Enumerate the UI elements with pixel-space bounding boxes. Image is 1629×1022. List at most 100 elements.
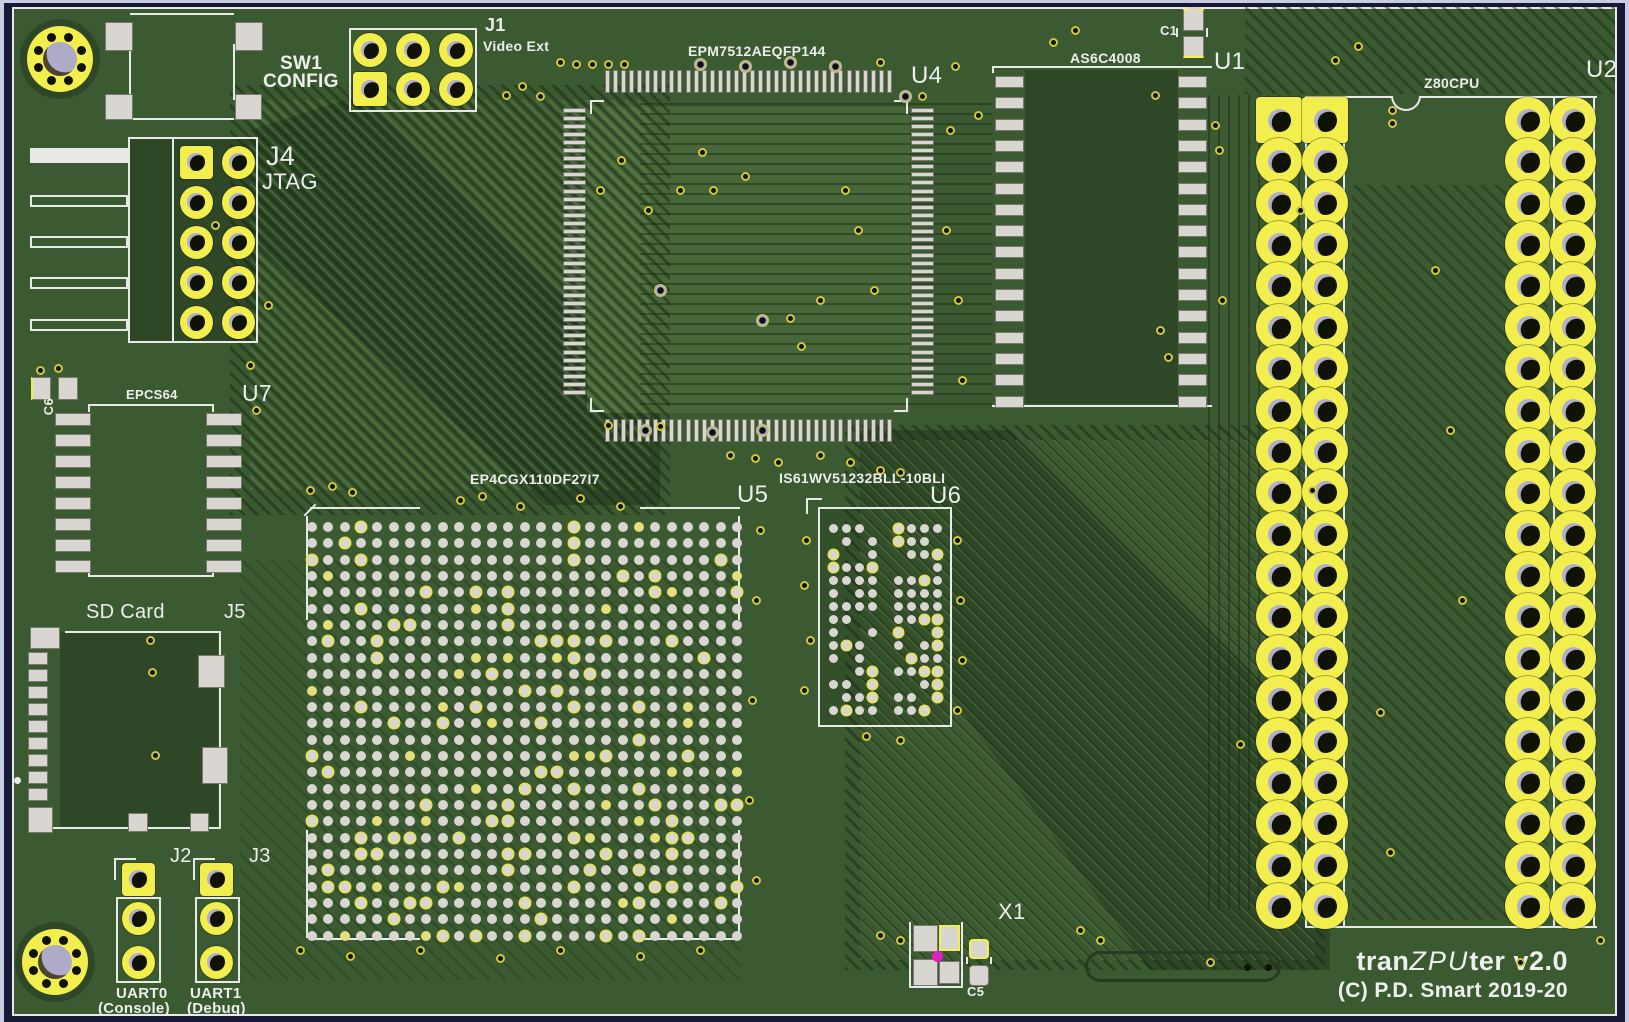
bga-ball xyxy=(503,800,513,810)
smd-pad xyxy=(58,377,78,400)
smd-pad xyxy=(1178,161,1207,173)
title-pre: tran xyxy=(1356,946,1410,976)
bga-ball xyxy=(667,538,677,548)
silk-line xyxy=(906,398,908,412)
bga-ball xyxy=(389,784,399,794)
smd-pad xyxy=(694,70,699,93)
bga-ball xyxy=(585,604,595,614)
bga-ball xyxy=(585,636,595,646)
bga-ball xyxy=(585,587,595,597)
bga-ball xyxy=(732,636,742,646)
bga-ball xyxy=(372,702,382,712)
bga-ball xyxy=(920,537,929,546)
edge-pad xyxy=(1184,7,1204,11)
via-large xyxy=(706,426,719,439)
bga-ball xyxy=(667,849,677,859)
bga-ball xyxy=(634,555,644,565)
th-pad-hole xyxy=(1561,646,1585,670)
bga-ball xyxy=(356,669,366,679)
bga-ball xyxy=(842,693,851,702)
smd-pad xyxy=(742,419,747,442)
bga-ball xyxy=(618,800,628,810)
bga-ball xyxy=(471,620,481,630)
bga-ball xyxy=(716,751,726,761)
bga-ball xyxy=(471,718,481,728)
via xyxy=(1211,121,1220,130)
th-pad-hole xyxy=(1267,273,1291,297)
bga-ball xyxy=(454,849,464,859)
bga-ball xyxy=(855,706,864,715)
bga-ball xyxy=(340,669,350,679)
bga-ball xyxy=(569,882,579,892)
bga-ball xyxy=(421,865,431,875)
bga-ball xyxy=(552,914,562,924)
via xyxy=(616,502,625,511)
bga-ball xyxy=(454,538,464,548)
bga-ball xyxy=(340,604,350,614)
th-pad-hole xyxy=(1516,108,1540,132)
bga-ball xyxy=(323,849,333,859)
bga-ball xyxy=(716,653,726,663)
bga-ball xyxy=(405,636,415,646)
via xyxy=(1431,266,1440,275)
silk-line xyxy=(1305,926,1597,928)
silk-line xyxy=(130,118,234,120)
bga-ball xyxy=(487,914,497,924)
via xyxy=(252,406,261,415)
bga-ball xyxy=(356,702,366,712)
smd-pad xyxy=(629,70,634,93)
mounting-hole-satellite xyxy=(77,46,86,55)
bga-ball xyxy=(618,849,628,859)
bga-ball xyxy=(699,816,709,826)
bga-ball xyxy=(907,537,916,546)
bga-ball xyxy=(868,537,877,546)
u5-part-label: EP4CGX110DF27I7 xyxy=(470,471,600,487)
bga-ball xyxy=(454,784,464,794)
bga-ball xyxy=(438,653,448,663)
bga-ball xyxy=(667,914,677,924)
bga-ball xyxy=(454,931,464,941)
bga-ball xyxy=(933,628,942,637)
bga-ball xyxy=(601,767,611,777)
via-large xyxy=(654,284,667,297)
bga-ball xyxy=(340,522,350,532)
bga-ball xyxy=(487,882,497,892)
silk-line xyxy=(114,858,136,860)
bga-ball xyxy=(601,931,611,941)
bga-ball xyxy=(601,669,611,679)
mounting-hole-satellite xyxy=(59,936,68,945)
bga-ball xyxy=(503,784,513,794)
smd-pad xyxy=(887,70,892,93)
bga-ball xyxy=(454,604,464,614)
bga-ball xyxy=(536,800,546,810)
bga-ball xyxy=(503,931,513,941)
via xyxy=(1446,426,1455,435)
bga-ball xyxy=(405,669,415,679)
smd-pad xyxy=(677,419,682,442)
silk-line xyxy=(212,404,214,412)
via xyxy=(846,458,855,467)
via xyxy=(1071,26,1080,35)
bga-ball xyxy=(323,882,333,892)
bga-ball xyxy=(601,555,611,565)
smd-pad xyxy=(128,813,148,832)
bga-ball xyxy=(732,571,742,581)
smd-pad xyxy=(563,229,586,234)
th-pad-hole xyxy=(1561,853,1585,877)
bga-ball xyxy=(356,571,366,581)
th-pad-hole xyxy=(187,313,205,331)
bga-ball xyxy=(421,604,431,614)
th-pad-hole xyxy=(1313,356,1337,380)
bga-ball xyxy=(536,669,546,679)
th-pad-hole xyxy=(1561,191,1585,215)
via xyxy=(1308,486,1317,495)
silk-line xyxy=(894,410,908,412)
bga-ball xyxy=(667,833,677,843)
bga-ball xyxy=(716,931,726,941)
bga-ball xyxy=(405,849,415,859)
smd-pad xyxy=(563,221,586,226)
smd-pad xyxy=(995,97,1024,109)
bga-ball xyxy=(683,555,693,565)
bga-ball xyxy=(438,833,448,843)
bga-ball xyxy=(601,522,611,532)
